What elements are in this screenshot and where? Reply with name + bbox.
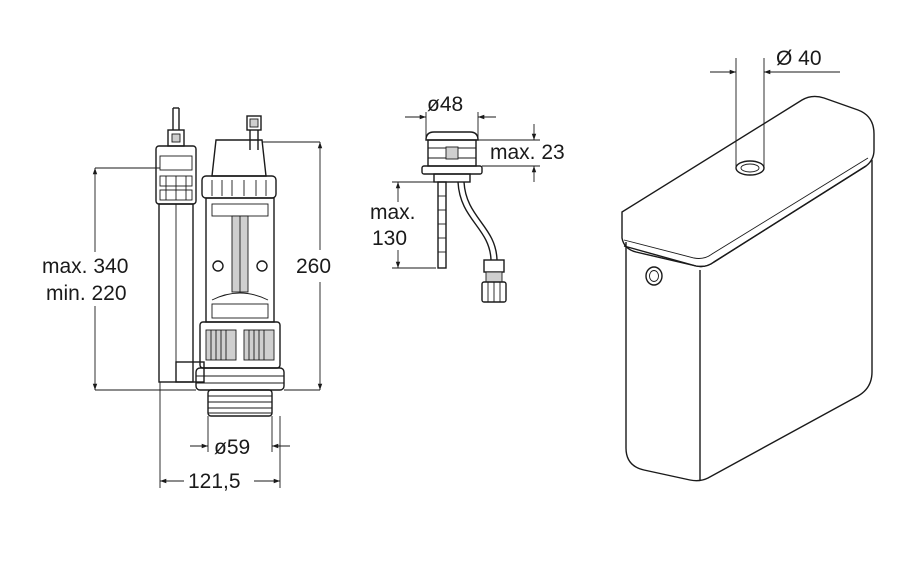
cistern-dimension-lines (710, 58, 840, 168)
valve-dimension-lines (92, 141, 323, 488)
valve-height-label: 260 (296, 255, 332, 278)
cistern-tank (621, 95, 875, 482)
button-height-label: max. 23 (490, 141, 565, 164)
height-min-label: min. 220 (46, 282, 127, 305)
button-dimension-lines (392, 112, 540, 269)
button-diameter-label: ø48 (427, 93, 464, 116)
tank-hole-diameter-label: Ø 40 (776, 47, 822, 70)
base-width-label: 121,5 (188, 470, 241, 493)
push-button (421, 131, 507, 303)
rod-length-value-label: 130 (372, 227, 408, 250)
flush-valve (195, 115, 285, 417)
valve-diameter-label: ø59 (214, 436, 251, 459)
fill-valve (155, 107, 205, 383)
height-max-label: max. 340 (42, 255, 129, 278)
rod-length-prefix-label: max. (370, 201, 416, 224)
